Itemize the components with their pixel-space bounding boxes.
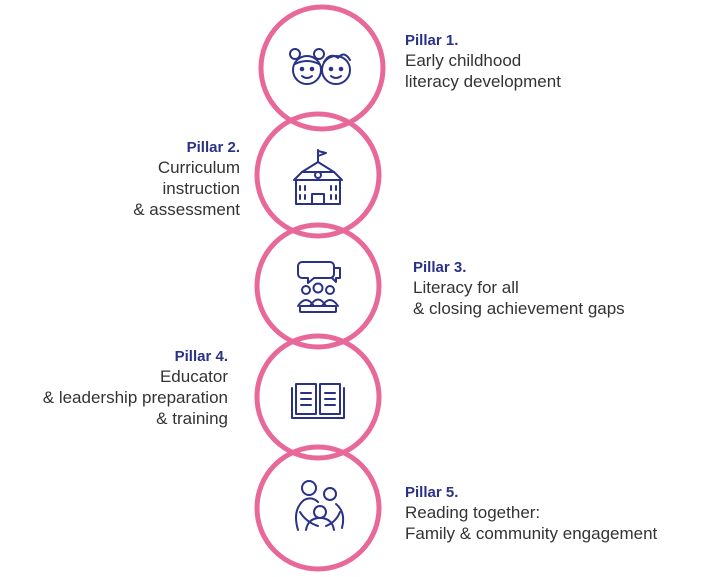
pillar-2-line-1: Curriculum [157, 158, 240, 177]
ring-2 [254, 111, 382, 239]
pillar-1-title: Pillar 1. [405, 32, 459, 49]
pillar-5-line-1: Reading together: [405, 503, 541, 522]
pillar-4-line-2: & leadership preparation [42, 388, 228, 407]
pillar-3-label: Pillar 3. Literacy for all & closing ach… [413, 258, 625, 319]
pillar-1-label: Pillar 1. Early childhood literacy devel… [405, 31, 561, 92]
pillar-5-label: Pillar 5. Reading together: Family & com… [405, 483, 657, 544]
pillar-3-line-2: & closing achievement gaps [413, 299, 625, 318]
ring-5 [254, 444, 382, 572]
pillar-1-line-2: literacy development [405, 72, 561, 91]
open-book-icon [291, 383, 345, 419]
pillar-4-label: Pillar 4. Educator & leadership preparat… [43, 347, 228, 429]
pillar-4-title: Pillar 4. [174, 348, 228, 365]
pillar-5-line-2: Family & community engagement [405, 524, 658, 543]
ring-1 [258, 4, 386, 132]
group-discussion-icon [297, 261, 341, 313]
family-hug-icon [295, 480, 345, 531]
pillar-5-title: Pillar 5. [405, 484, 459, 501]
pillar-2-title: Pillar 2. [186, 139, 240, 156]
pillar-3-title: Pillar 3. [413, 259, 467, 276]
pillar-2-line-2: instruction [162, 179, 240, 198]
ring-4 [254, 333, 382, 461]
pillar-4-line-1: Educator [159, 367, 228, 386]
pillar-4-line-3: & training [156, 409, 228, 428]
pillar-2-label: Pillar 2. Curriculum instruction & asses… [133, 138, 240, 220]
pillar-3-line-1: Literacy for all [413, 278, 519, 297]
pillar-1-line-1: Early childhood [405, 51, 522, 70]
children-faces-icon [289, 48, 351, 85]
pillar-2-line-3: & assessment [133, 200, 240, 219]
ring-3 [254, 222, 382, 350]
schoolhouse-icon [293, 149, 343, 205]
